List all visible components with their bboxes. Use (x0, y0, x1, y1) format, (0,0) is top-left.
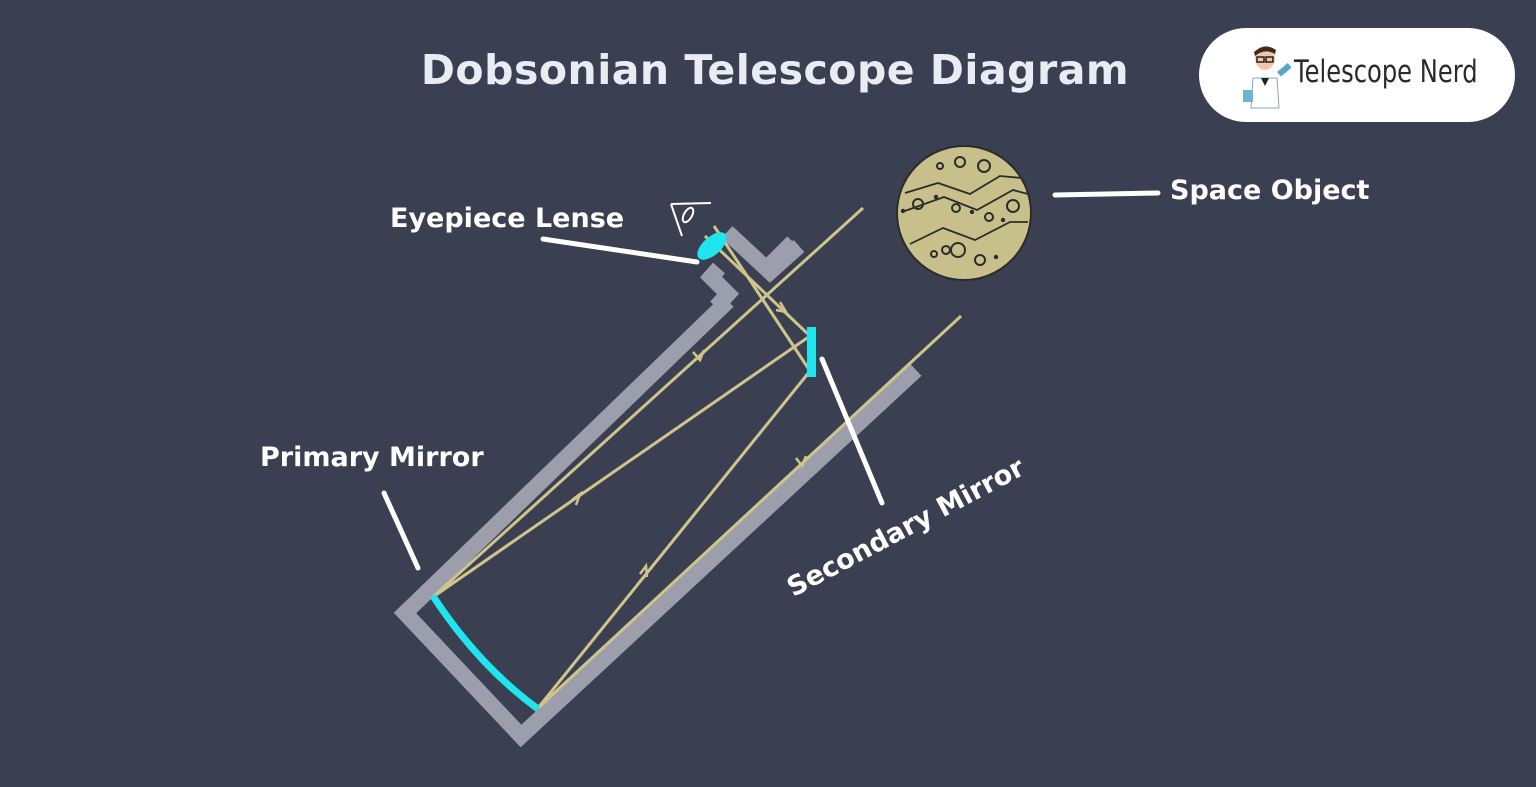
ray-arrow (795, 455, 808, 469)
eyepiece-ray-1 (703, 234, 812, 338)
ray-arrow (639, 562, 649, 578)
space-object-pointer (1052, 190, 1161, 198)
reflected-ray-2 (536, 370, 812, 709)
diagram-title: Dobsonian Telescope Diagram (420, 46, 1130, 94)
secondary-pointer (819, 356, 885, 506)
tube-upper-side (393, 295, 922, 748)
label-pointers (381, 190, 1161, 571)
eyepiece-lens (697, 232, 727, 260)
telescope-tube (393, 226, 922, 748)
primary-mirror (430, 594, 541, 712)
incoming-ray-1 (431, 206, 865, 599)
eye-icon (670, 202, 712, 237)
secondary-mirror (807, 327, 816, 377)
ray-arrow (571, 490, 583, 506)
eyepiece-ray-2 (712, 225, 812, 372)
eyepiece-lens-label: Eyepiece Lense (390, 203, 625, 234)
ray-arrow (692, 349, 706, 363)
primary-mirror-label: Primary Mirror (260, 442, 484, 473)
space-object-label: Space Object (1170, 175, 1370, 206)
telescope-nerd-logo[interactable] (1199, 28, 1515, 122)
eyepiece-pointer (540, 236, 700, 265)
reflected-ray-1 (432, 334, 811, 599)
eyepiece-housing (721, 226, 805, 283)
space-object-planet (896, 145, 1032, 281)
primary-pointer (381, 490, 421, 571)
ray-arrow (775, 301, 789, 314)
incoming-ray-2 (536, 314, 963, 710)
logo-text[interactable]: Telescope Nerd (1294, 54, 1478, 90)
telescope-nerd-mascot-icon (1243, 46, 1292, 109)
light-rays (431, 206, 963, 710)
